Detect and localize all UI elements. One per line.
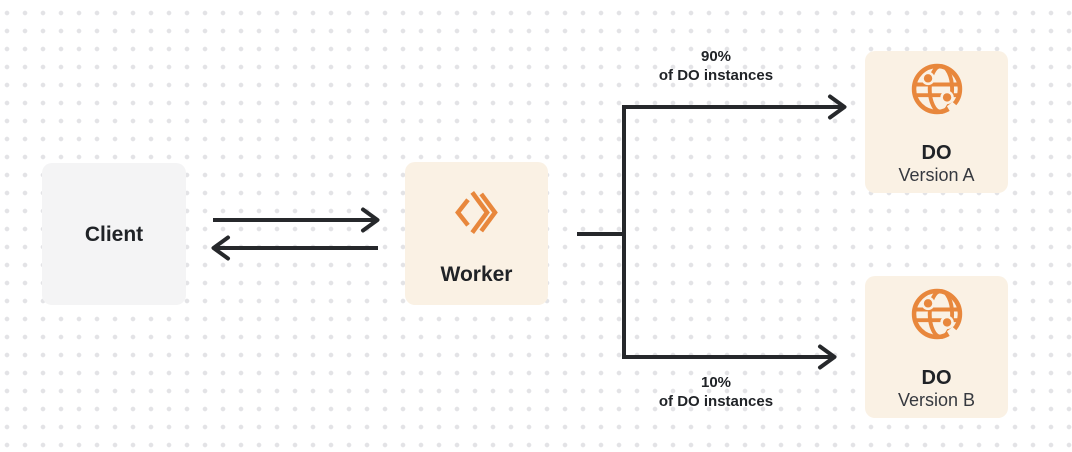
- worker-label: Worker: [440, 263, 513, 286]
- do-b-subtitle: Version B: [897, 390, 976, 410]
- do-a-subtitle: Version A: [898, 165, 975, 185]
- durable-object-globe-icon: [909, 286, 965, 342]
- do-a-title: DO: [921, 142, 952, 164]
- node-do-version-a: DO Version A: [865, 51, 1008, 193]
- node-do-version-b: DO Version B: [865, 276, 1008, 418]
- node-client: Client: [42, 163, 186, 305]
- do-b-title: DO: [921, 367, 952, 389]
- top-split-caption: of DO instances: [658, 67, 774, 84]
- arrowhead-right-icon: [818, 344, 837, 370]
- edge-label-top-split: 90% of DO instances: [623, 47, 809, 85]
- workers-chevrons-icon: [449, 186, 505, 239]
- bottom-split-caption: of DO instances: [658, 393, 774, 410]
- arrowhead-left-icon: [211, 235, 230, 261]
- arrowhead-right-icon: [361, 207, 380, 233]
- bottom-split-percent: 10%: [700, 374, 732, 391]
- client-label: Client: [84, 222, 144, 246]
- edge-label-bottom-split: 10% of DO instances: [623, 373, 809, 411]
- arrowhead-right-icon: [828, 94, 847, 120]
- durable-object-globe-icon: [909, 61, 965, 117]
- top-split-percent: 90%: [700, 48, 732, 65]
- node-worker: Worker: [405, 162, 548, 305]
